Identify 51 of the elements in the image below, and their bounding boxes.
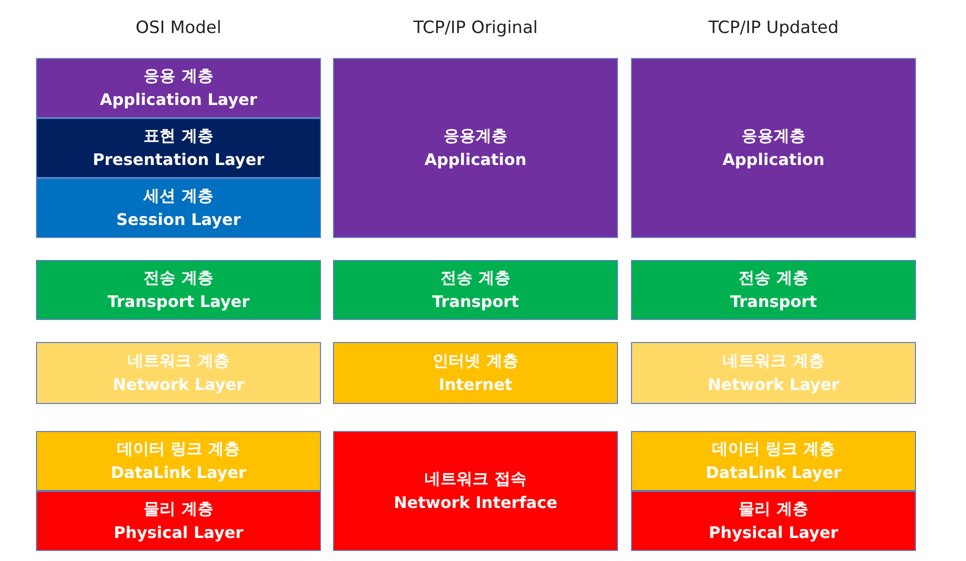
column-heading: TCP/IP Updated: [707, 18, 840, 38]
english-layer-name: Application Layer: [100, 89, 258, 111]
english-layer-name: Transport: [432, 291, 519, 313]
english-layer-name: Network Interface: [394, 492, 558, 514]
korean-layer-name: 전송 계층: [440, 267, 510, 289]
english-layer-name: Physical Layer: [114, 522, 244, 544]
korean-layer-name: 데이터 링크 계층: [712, 438, 836, 460]
korean-layer-name: 응용계층: [444, 125, 508, 147]
layer-box: [631, 342, 916, 404]
layer-box: [36, 178, 321, 238]
korean-layer-name: 전송 계층: [144, 267, 214, 289]
layer-box: [333, 431, 618, 551]
english-layer-name: Session Layer: [116, 209, 241, 231]
english-layer-name: Transport Layer: [108, 291, 250, 313]
english-layer-name: Application: [722, 149, 825, 171]
layer-box: [36, 491, 321, 551]
korean-layer-name: 네트워크 접속: [424, 468, 526, 490]
layer-box: [36, 342, 321, 404]
korean-layer-name: 네트워크 계층: [128, 350, 230, 372]
korean-layer-name: 물리 계층: [144, 498, 214, 520]
layer-box: [333, 342, 618, 404]
english-layer-name: DataLink Layer: [110, 462, 246, 484]
layer-box: [631, 260, 916, 320]
english-layer-name: DataLink Layer: [706, 462, 842, 484]
english-layer-name: Application: [424, 149, 527, 171]
layer-box: [36, 118, 321, 178]
layer-box: [36, 260, 321, 320]
korean-layer-name: 세션 계층: [144, 185, 214, 207]
korean-layer-name: 전송 계층: [738, 267, 808, 289]
korean-layer-name: 데이터 링크 계층: [116, 438, 240, 460]
korean-layer-name: 표현 계층: [144, 125, 214, 147]
korean-layer-name: 응용 계층: [144, 65, 214, 87]
korean-layer-name: 네트워크 계층: [722, 350, 824, 372]
layer-box: [36, 431, 321, 491]
column-heading: OSI Model: [134, 18, 222, 38]
english-layer-name: Transport: [730, 291, 817, 313]
korean-layer-name: 응용계층: [742, 125, 806, 147]
column-heading: TCP/IP Original: [412, 18, 539, 38]
layer-box: [36, 58, 321, 118]
layer-box: [333, 58, 618, 238]
english-layer-name: Network Layer: [708, 374, 840, 396]
english-layer-name: Network Layer: [112, 374, 244, 396]
layer-box: [631, 491, 916, 551]
english-layer-name: Presentation Layer: [92, 149, 264, 171]
layer-box: [631, 58, 916, 238]
korean-layer-name: 인터넷 계층: [432, 350, 518, 372]
english-layer-name: Internet: [438, 374, 512, 396]
layer-box: [631, 431, 916, 491]
layer-box: [333, 260, 618, 320]
korean-layer-name: 물리 계층: [738, 498, 808, 520]
english-layer-name: Physical Layer: [708, 522, 838, 544]
